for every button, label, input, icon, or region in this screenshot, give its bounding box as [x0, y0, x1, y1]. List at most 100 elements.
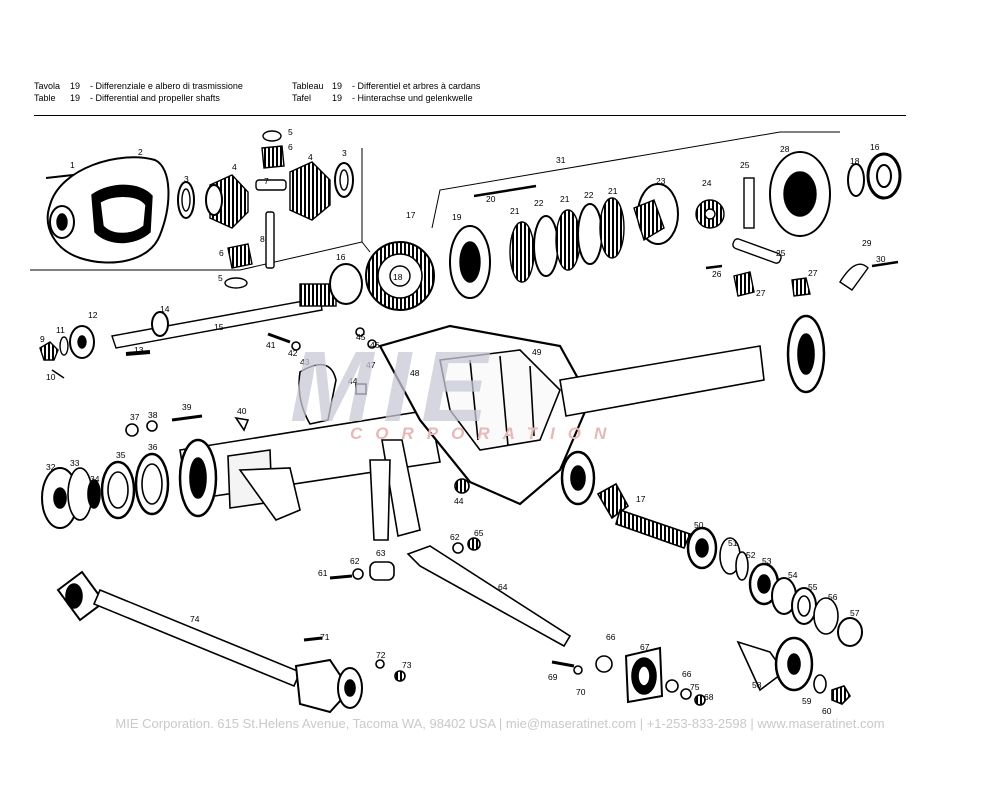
part-nut-37 [125, 423, 139, 437]
label-part: 43 [300, 357, 310, 367]
label-part: 22 [584, 190, 594, 200]
part-bolt-39 [171, 414, 203, 422]
label-part: 74 [190, 614, 200, 624]
header-rule [34, 115, 906, 116]
label-part: 4 [232, 162, 237, 172]
label-part: 8 [260, 234, 265, 244]
label-part: 7 [264, 176, 269, 186]
label-part: 58 [752, 680, 762, 690]
label-part: 29 [862, 238, 872, 248]
limited-slip-group [365, 151, 902, 311]
part-shaft-15 [111, 297, 323, 349]
part-bush-63 [369, 561, 395, 581]
label-part: 3 [342, 148, 347, 158]
label-part: 3 [184, 174, 189, 184]
label-part: 59 [802, 696, 812, 706]
part-washer-62 [352, 568, 364, 580]
label-part: 61 [318, 568, 328, 578]
label-part: 34 [90, 474, 100, 484]
part-nut-65 [467, 537, 481, 551]
part-pinion-27 [733, 271, 755, 297]
label-part: 33 [70, 458, 80, 468]
label-part: 15 [214, 322, 224, 332]
label-part: 71 [320, 632, 330, 642]
label-part: 19 [452, 212, 462, 222]
right-axle-tube [559, 345, 765, 417]
part-washer-5 [262, 130, 282, 142]
label-part: 26 [712, 269, 722, 279]
footer-contact: MIE Corporation. 615 St.Helens Avenue, T… [115, 716, 885, 731]
label-part: 30 [876, 254, 886, 264]
bracket-48 [381, 439, 421, 538]
part-bolt-26 [705, 264, 723, 270]
label-part: 27 [756, 288, 766, 298]
part-nut-45 [355, 327, 365, 337]
label-part: 67 [640, 642, 650, 652]
part-bolt-20 [473, 184, 537, 198]
propeller-shaft-group [56, 570, 406, 714]
label-part: 60 [822, 706, 832, 716]
part-nut-73 [394, 670, 406, 682]
watermark-subtitle: CORPORATION [350, 424, 620, 443]
part-washer-11 [59, 336, 69, 356]
part-shaft-74 [92, 588, 302, 688]
pinion-shaft-group [39, 263, 363, 379]
part-seal-34 [87, 479, 101, 509]
part-bolt-30 [871, 260, 899, 268]
label-part: 45 [356, 332, 366, 342]
part-washer-62b [452, 542, 464, 554]
part-stud-44 [355, 383, 367, 395]
label-part: 47 [366, 360, 376, 370]
part-plate-22 [533, 215, 559, 277]
label-part: 46 [370, 340, 380, 350]
label-part: 18 [850, 156, 860, 166]
label-part: 6 [219, 248, 224, 258]
label-part: 16 [870, 142, 880, 152]
part-shim-52 [735, 551, 749, 581]
label-part: 49 [532, 347, 542, 357]
axle-housing-group [178, 314, 826, 541]
part-bolt-41 [267, 332, 291, 344]
label-part: 21 [560, 194, 570, 204]
label-part: 10 [46, 372, 56, 382]
watermark-logo: MIE [290, 331, 498, 443]
label-part: 63 [376, 548, 386, 558]
label-part: 70 [576, 687, 586, 697]
label-part: 4 [308, 152, 313, 162]
label-part: 42 [288, 348, 298, 358]
label-part: 40 [237, 406, 247, 416]
part-plug-44b [454, 478, 470, 494]
label-part: 64 [498, 582, 508, 592]
part-washer-42 [291, 341, 301, 351]
drive-pinion-group [596, 482, 863, 705]
part-washer-59 [813, 674, 827, 694]
part-bearing-16b [329, 263, 363, 305]
part-washer-70 [573, 665, 583, 675]
label-part: 62 [350, 556, 360, 566]
part-washer-56 [813, 597, 839, 635]
label-part: 6 [288, 142, 293, 152]
part-plate-21 [509, 221, 535, 283]
label-part: 41 [266, 340, 276, 350]
part-washer-66 [595, 655, 613, 673]
part-rod-64 [406, 545, 572, 648]
label-part: 66 [606, 632, 616, 642]
part-bolt-71 [303, 636, 323, 642]
label-part: 13 [134, 345, 144, 355]
label-part: 68 [704, 692, 714, 702]
label-part: 2 [138, 147, 143, 157]
label-part: 22 [534, 198, 544, 208]
label-part: 51 [728, 538, 738, 548]
label-part: 20 [486, 194, 496, 204]
part-washer-75 [680, 688, 692, 700]
part-bolt-61 [329, 574, 353, 580]
label-part: 24 [702, 178, 712, 188]
label-part: 32 [46, 462, 56, 472]
label-part: 62 [450, 532, 460, 542]
label-part: 69 [548, 672, 558, 682]
label-part: 27 [808, 268, 818, 278]
label-part: 25 [740, 160, 750, 170]
